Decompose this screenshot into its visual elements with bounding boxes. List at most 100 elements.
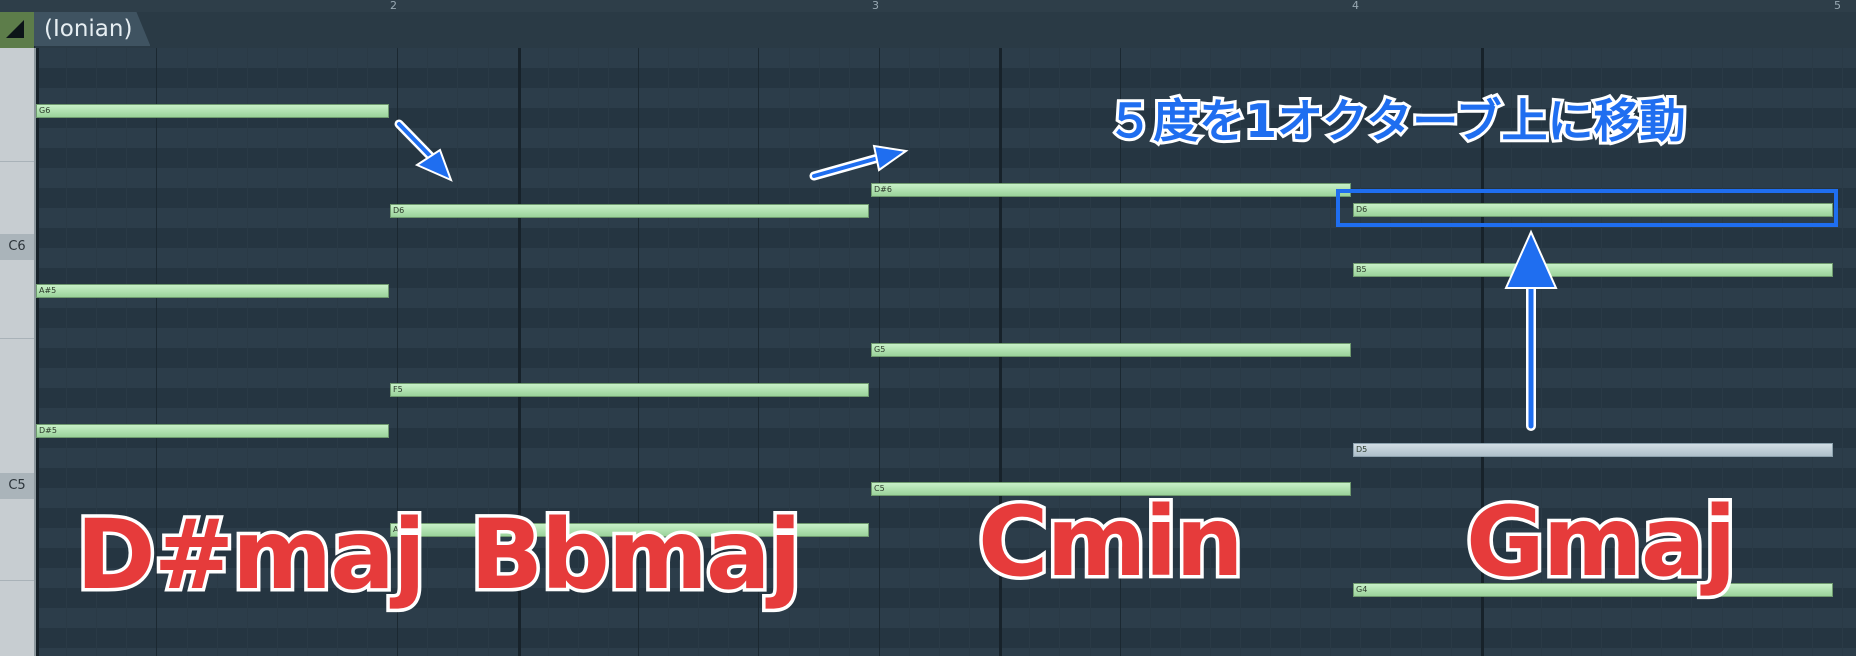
grid-line bbox=[578, 48, 579, 656]
scale-label: (Ionian) bbox=[44, 16, 133, 42]
note-label: A#5 bbox=[39, 286, 57, 295]
grid-line bbox=[1722, 48, 1723, 656]
grid-line bbox=[608, 48, 609, 656]
note[interactable]: D6 bbox=[1353, 203, 1833, 217]
grid-line bbox=[1691, 48, 1692, 656]
note[interactable]: G4 bbox=[1353, 583, 1833, 597]
note-label: D5 bbox=[1356, 445, 1368, 454]
chord-label: Bbmaj bbox=[467, 499, 806, 611]
grid-line bbox=[397, 48, 398, 656]
key-c6-label: C6 bbox=[0, 234, 34, 260]
note[interactable]: D6 bbox=[390, 204, 869, 218]
grid-line bbox=[217, 48, 218, 656]
grid-row bbox=[36, 308, 1856, 329]
grid-line bbox=[488, 48, 489, 656]
note-label: A#4 bbox=[393, 525, 411, 534]
note-label: G5 bbox=[874, 345, 886, 354]
ruler-mark: 3 bbox=[872, 0, 879, 12]
grid-row bbox=[36, 388, 1856, 409]
grid-line bbox=[698, 48, 699, 656]
key-c5-label: C5 bbox=[0, 473, 34, 499]
scale-tab[interactable]: (Ionian) bbox=[34, 12, 151, 46]
key-divider bbox=[0, 161, 34, 162]
grid-row bbox=[36, 368, 1856, 389]
grid-line bbox=[638, 48, 639, 656]
grid-row bbox=[36, 148, 1856, 169]
grid-row bbox=[36, 68, 1856, 89]
grid-line bbox=[668, 48, 669, 656]
grid-line bbox=[1812, 48, 1813, 656]
annotation-text: ５度を1オクターブ上に移動 bbox=[1104, 92, 1688, 150]
note[interactable]: D#6 bbox=[871, 183, 1351, 197]
chord-label: D#maj bbox=[73, 499, 430, 611]
grid-line bbox=[1451, 48, 1452, 656]
grid-line bbox=[247, 48, 248, 656]
note[interactable]: G5 bbox=[871, 343, 1351, 357]
grid-line bbox=[457, 48, 458, 656]
note[interactable]: A#4 bbox=[390, 523, 869, 537]
grid-row bbox=[36, 648, 1856, 656]
piano-roll-header: 2 3 4 5 (Ionian) bbox=[0, 0, 1856, 49]
grid-line bbox=[427, 48, 428, 656]
grid-line bbox=[1752, 48, 1753, 656]
grid-line bbox=[126, 48, 127, 656]
grid-line bbox=[36, 48, 39, 656]
note[interactable]: B5 bbox=[1353, 263, 1833, 277]
grid-row bbox=[36, 608, 1856, 629]
triangle-icon bbox=[6, 20, 24, 38]
grid-line bbox=[96, 48, 97, 656]
chord-label: Cmin bbox=[975, 486, 1248, 598]
grid-line bbox=[156, 48, 157, 656]
key-divider bbox=[0, 580, 34, 581]
grid-line bbox=[1360, 48, 1361, 656]
grid-line bbox=[1631, 48, 1632, 656]
note-label: C5 bbox=[874, 484, 885, 493]
grid-line bbox=[66, 48, 67, 656]
grid-line bbox=[728, 48, 729, 656]
grid-line bbox=[789, 48, 790, 656]
grid-line bbox=[307, 48, 308, 656]
grid-line bbox=[1390, 48, 1391, 656]
grid-line bbox=[1601, 48, 1602, 656]
note-grid[interactable]: G6 A#5 D#5 D6 F5 A#4 D#6 G5 C5 D6 B5 D5 … bbox=[36, 48, 1856, 656]
note[interactable]: G6 bbox=[36, 104, 389, 118]
note-label: D6 bbox=[393, 206, 405, 215]
grid-row bbox=[36, 628, 1856, 649]
grid-line bbox=[367, 48, 368, 656]
grid-line bbox=[187, 48, 188, 656]
timeline-ruler[interactable]: 2 3 4 5 bbox=[0, 0, 1856, 12]
grid-line bbox=[849, 48, 850, 656]
highlight-box bbox=[1336, 189, 1838, 227]
ruler-mark: 4 bbox=[1352, 0, 1359, 12]
grid-line bbox=[548, 48, 549, 656]
note-label: F5 bbox=[393, 385, 403, 394]
note[interactable]: C5 bbox=[871, 482, 1351, 496]
note[interactable]: A#5 bbox=[36, 284, 389, 298]
grid-line bbox=[1481, 48, 1484, 656]
grid-line bbox=[337, 48, 338, 656]
note-label: D#6 bbox=[874, 185, 892, 194]
note-label: D6 bbox=[1356, 205, 1368, 214]
grid-line bbox=[758, 48, 759, 656]
grid-line bbox=[1782, 48, 1783, 656]
grid-line bbox=[1661, 48, 1662, 656]
grid-line bbox=[1571, 48, 1572, 656]
chord-label: Gmaj bbox=[1463, 486, 1740, 598]
grid-line bbox=[1541, 48, 1542, 656]
key-divider bbox=[0, 338, 34, 339]
grid-line bbox=[277, 48, 278, 656]
note[interactable]: F5 bbox=[390, 383, 869, 397]
note-label: D#5 bbox=[39, 426, 57, 435]
grid-line bbox=[1421, 48, 1422, 656]
note-label: G4 bbox=[1356, 585, 1368, 594]
note[interactable]: D#5 bbox=[36, 424, 389, 438]
piano-keyboard[interactable]: C6 C5 bbox=[0, 48, 36, 656]
grid-line bbox=[819, 48, 820, 656]
grid-row bbox=[36, 48, 1856, 69]
menu-triangle-button[interactable] bbox=[0, 12, 35, 48]
grid-line bbox=[1842, 48, 1843, 656]
grid-line bbox=[1511, 48, 1512, 656]
grid-row bbox=[36, 228, 1856, 249]
note-ghost[interactable]: D5 bbox=[1353, 443, 1833, 457]
note-label: G6 bbox=[39, 106, 51, 115]
